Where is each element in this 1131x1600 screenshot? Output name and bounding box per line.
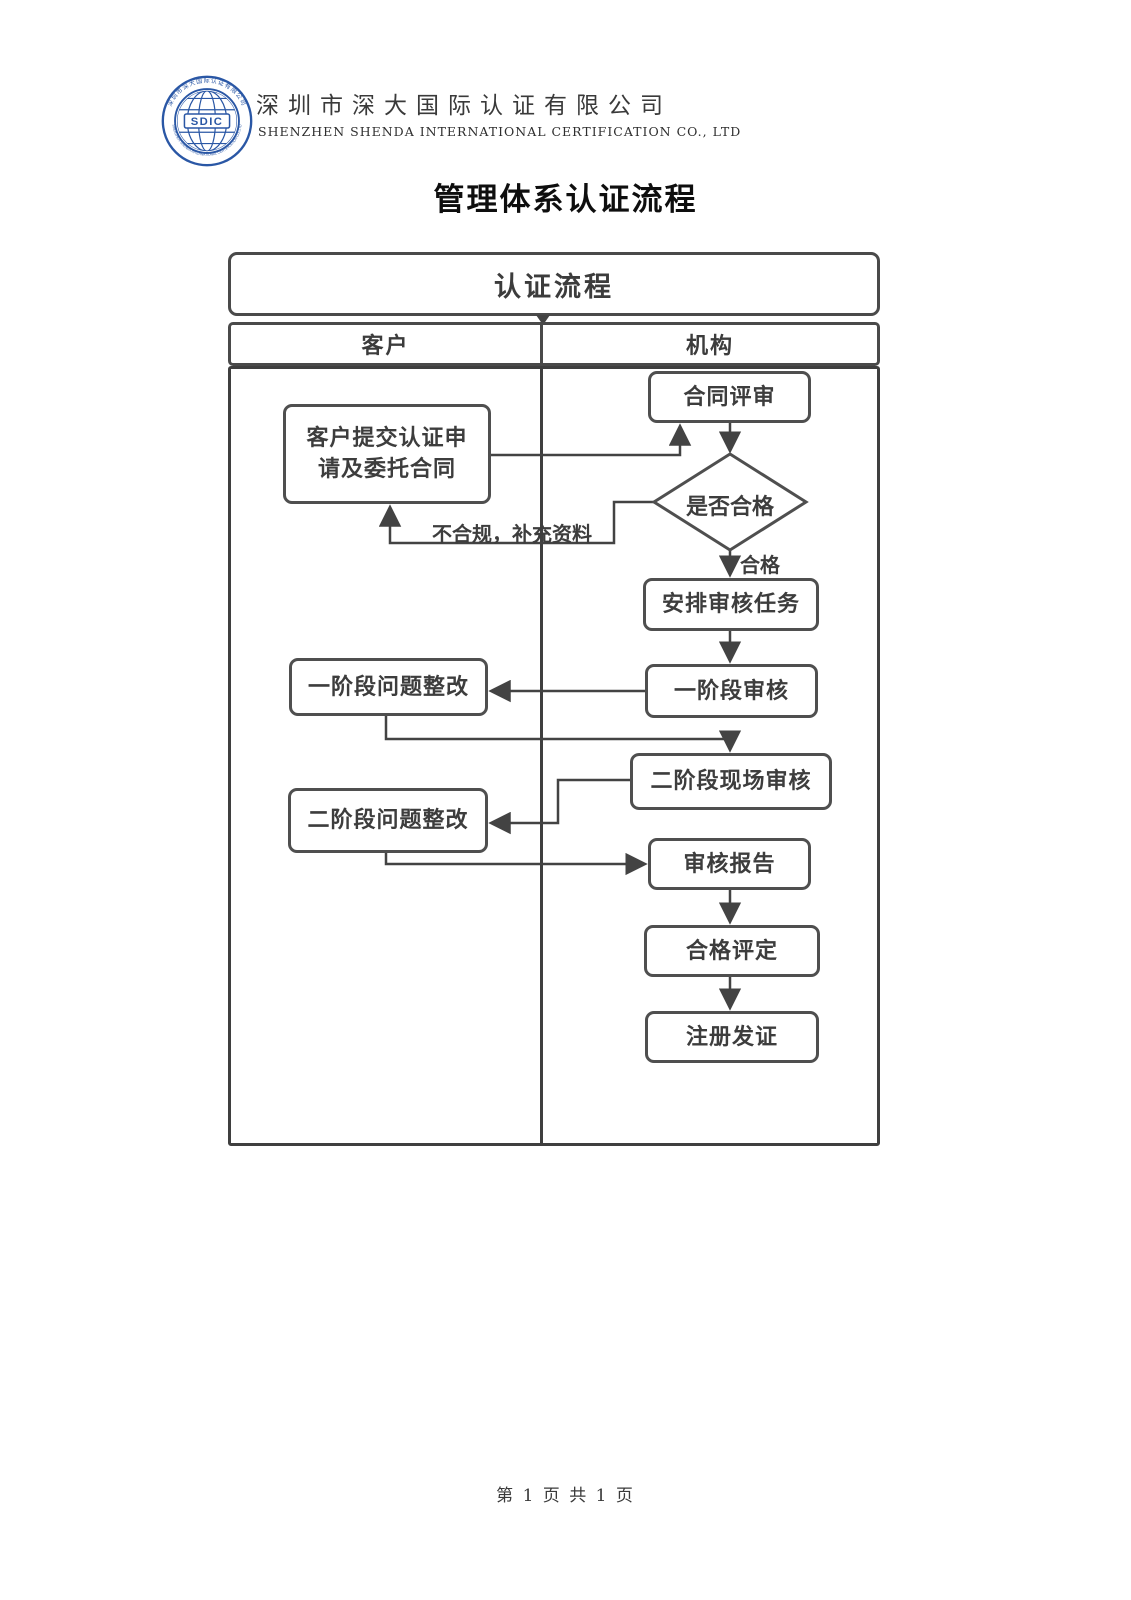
logo-acronym: SDIC [191, 116, 224, 128]
node-stage2-audit: 二阶段现场审核 [630, 753, 832, 810]
node-stage1-rectify: 一阶段问题整改 [289, 658, 488, 716]
node-conformity-assessment: 合格评定 [644, 925, 820, 977]
swimlane-header-customer: 客户 [231, 325, 543, 363]
node-stage1-audit: 一阶段审核 [645, 664, 818, 718]
company-name-zh: 深圳市深大国际认证有限公司 [256, 92, 672, 118]
swimlane-divider [540, 366, 543, 1146]
page-number: 第 1 页 共 1 页 [496, 1486, 635, 1506]
flowchart-title: 认证流程 [228, 252, 880, 316]
node-stage2-rectify: 二阶段问题整改 [288, 788, 488, 853]
divider-arrow-icon [536, 315, 550, 325]
node-registration-certification: 注册发证 [645, 1011, 819, 1063]
node-decision-label: 是否合格 [685, 494, 774, 519]
node-contract-review: 合同评审 [648, 371, 811, 423]
swimlane-header-row: 客户 机构 [228, 322, 880, 366]
node-audit-report: 审核报告 [648, 838, 811, 890]
node-customer-submit: 客户提交认证申 请及委托合同 [283, 404, 491, 504]
edge-label-fail: 不合规，补充资料 [432, 524, 592, 546]
node-arrange-task: 安排审核任务 [643, 578, 819, 631]
company-logo-icon: 深圳市深大国际认证有限公司 SHENZHEN SHENDA INTERNATIO… [161, 75, 253, 167]
page-title: 管理体系认证流程 [433, 182, 698, 217]
company-name-en: SHENZHEN SHENDA INTERNATIONAL CERTIFICAT… [258, 124, 742, 139]
swimlane-header-organization: 机构 [685, 333, 734, 358]
edge-label-pass: 合格 [740, 555, 780, 577]
